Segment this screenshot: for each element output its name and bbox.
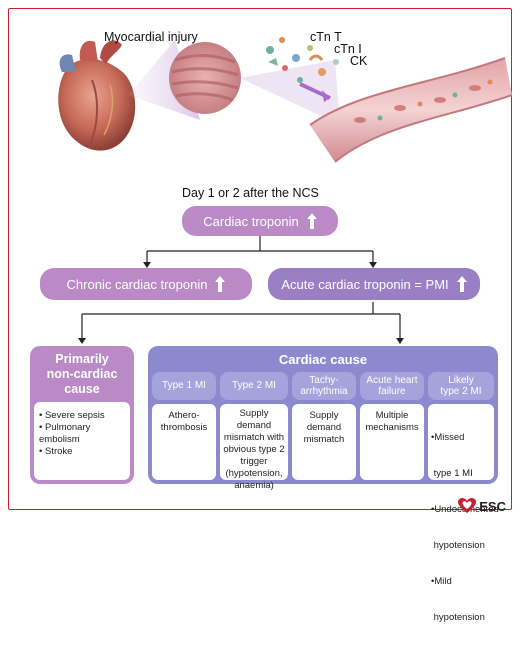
blood-vessel-icon [309,57,513,163]
up-arrow-icon [306,213,317,229]
noncardiac-title: Primarily non-cardiac cause [46,352,118,396]
noncardiac-cause-box: Primarily non-cardiac cause • Severe sep… [30,346,134,484]
heart-icon [58,40,136,151]
myocardium-tissue-icon [169,42,241,114]
myocardial-injury-label: Myocardial injury [104,30,198,44]
column-body-likely-type2: •Missed type 1 MI •Undocumented hypotens… [428,404,499,623]
heart-logo-icon [458,498,477,513]
cardiac-cause-title: Cardiac cause [278,352,368,367]
column-body-type1: Athero- thrombosis [152,404,216,480]
list-item: • Stroke [39,446,73,457]
biomarker-particles-icon [266,37,339,83]
column-body-tachyarrhythmia: Supply demand mismatch [292,404,356,480]
figure-frame [8,8,512,510]
acute-troponin-label: Acute cardiac troponin = PMI [281,276,449,292]
ctnt-label: cTn T [310,30,342,44]
cardiac-cause-box: Cardiac cause Type 1 MI Type 2 MI Tachy-… [148,346,499,623]
esc-logo-text: ESC [479,498,506,514]
column-header-type2: Type 2 MI [220,372,288,400]
cardiac-troponin-label: Cardiac troponin [203,213,299,229]
chronic-troponin-box: Chronic cardiac troponin [40,268,252,300]
up-arrow-icon [456,276,467,292]
timing-label: Day 1 or 2 after the NCS [182,186,319,200]
column-header-tachyarrhythmia: Tachy-arrhythmia [292,372,356,400]
chronic-troponin-label: Chronic cardiac troponin [66,276,208,292]
noncardiac-list: • Severe sepsis • Pulmonary embolism • S… [34,402,130,480]
myocardial-injury-illustration [58,37,513,163]
ck-label: CK [350,54,368,68]
column-body-heart-failure: Multiple mechanisms [360,404,424,480]
esc-logo: ESC [458,498,506,514]
column-body-type2: Supply demand mismatch with obvious type… [220,404,288,491]
up-arrow-icon [215,276,226,292]
column-header-type1: Type 1 MI [152,372,216,400]
acute-troponin-box: Acute cardiac troponin = PMI [268,268,480,300]
list-item: • Pulmonary embolism [39,422,91,445]
ctni-label: cTn I [334,42,362,56]
list-item: • Severe sepsis [39,410,105,421]
cardiac-troponin-box: Cardiac troponin [182,206,338,236]
